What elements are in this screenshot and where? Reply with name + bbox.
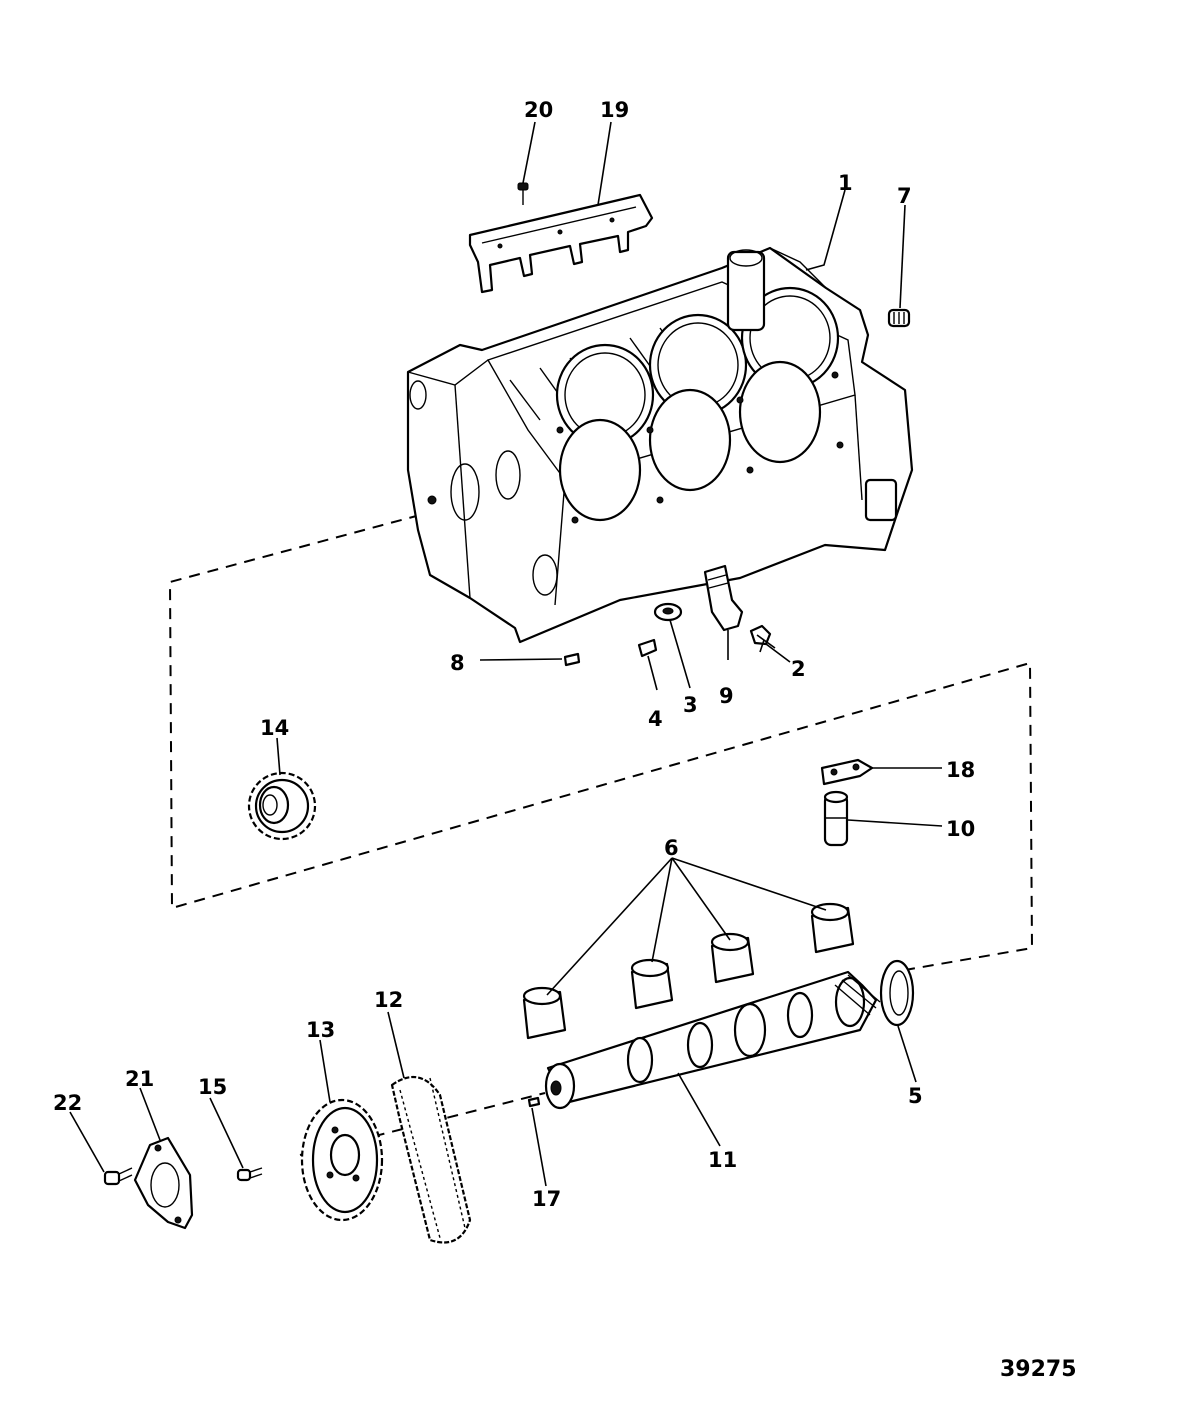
part-4-dowel-pin <box>637 638 658 658</box>
part-17-key <box>527 1096 541 1108</box>
callout-19: 19 <box>600 98 629 122</box>
part-20-bolt <box>517 182 529 205</box>
callout-22: 22 <box>53 1091 82 1115</box>
part-11-camshaft <box>544 970 881 1110</box>
part-1-cylinder-block <box>406 246 914 644</box>
callout-21: 21 <box>125 1067 154 1091</box>
callout-12: 12 <box>374 988 403 1012</box>
callout-20: 20 <box>524 98 553 122</box>
callout-6: 6 <box>664 836 679 860</box>
callout-5: 5 <box>908 1084 923 1108</box>
part-21-thrust-plate <box>133 1136 194 1230</box>
figure-number: 39275 <box>1000 1357 1077 1382</box>
callout-18: 18 <box>946 758 975 782</box>
callout-8: 8 <box>450 651 465 675</box>
callout-13: 13 <box>306 1018 335 1042</box>
part-12-timing-chain <box>390 1075 472 1244</box>
part-2-drain-cock <box>749 624 776 653</box>
callout-3: 3 <box>683 693 698 717</box>
part-14-gear <box>247 771 317 841</box>
callout-4: 4 <box>648 707 663 731</box>
callout-9: 9 <box>719 684 734 708</box>
part-19-retainer <box>468 193 654 294</box>
part-18-lifter-guide <box>820 758 874 786</box>
callout-1: 1 <box>838 171 853 195</box>
leader-lines <box>69 121 943 1187</box>
part-8-pin <box>563 652 581 667</box>
part-22-bolt <box>103 1167 133 1186</box>
part-6-cam-bearings <box>522 902 855 1040</box>
callout-7: 7 <box>897 184 912 208</box>
part-9-elbow <box>703 564 744 632</box>
part-15-bolt <box>236 1167 263 1182</box>
callout-11: 11 <box>708 1148 737 1172</box>
callout-labels: 20 19 1 7 8 2 9 3 4 14 18 10 6 12 13 21 … <box>53 98 975 1211</box>
part-13-cam-sprocket <box>300 1098 384 1222</box>
part-3-washer <box>653 602 683 622</box>
callout-15: 15 <box>198 1075 227 1099</box>
callout-10: 10 <box>946 817 975 841</box>
part-10-lifter <box>823 790 849 847</box>
part-7-plug <box>887 308 911 328</box>
part-5-seal <box>879 959 915 1027</box>
callout-2: 2 <box>791 657 806 681</box>
callout-17: 17 <box>532 1187 561 1211</box>
callout-14: 14 <box>260 716 289 740</box>
